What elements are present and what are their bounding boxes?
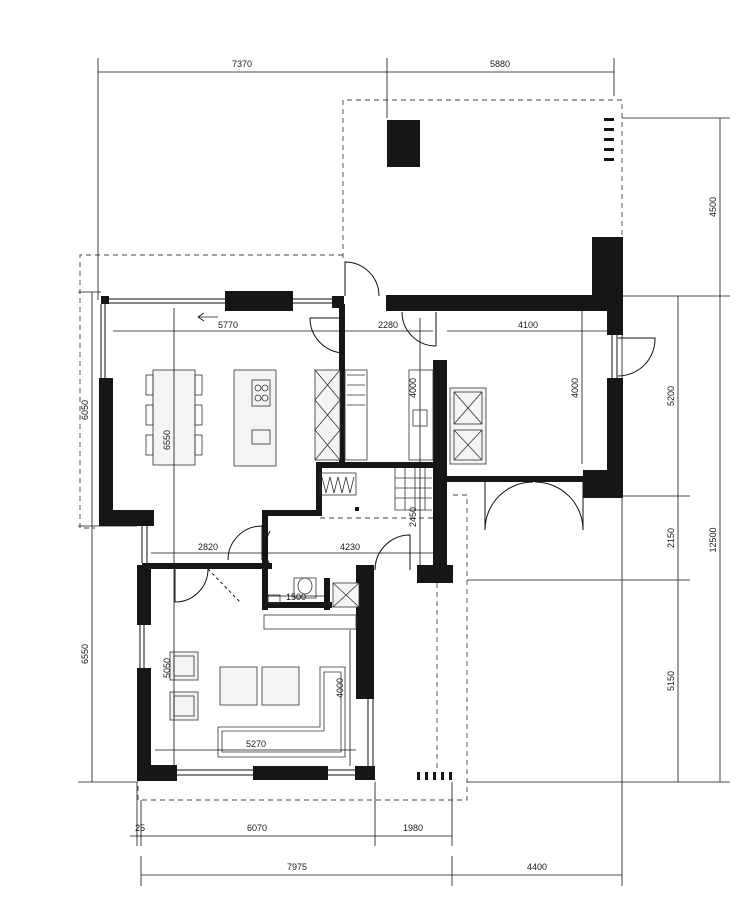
dim-garage-width: 4100 [518,320,538,330]
windows [100,298,618,776]
dim-stair-length: 2450 [408,507,418,527]
dashed-boundaries [79,99,623,801]
living-furniture [169,614,357,758]
dim-living-depth-inner: 4000 [335,678,345,698]
dim-right-inner-3: 5150 [666,671,676,691]
dim-kitchen-width: 5770 [218,320,238,330]
dim-garage-depth: 4000 [570,378,580,398]
dim-hall-right: 4230 [340,542,360,552]
wc [267,577,360,608]
dim-right-inner-1: 5200 [666,386,676,406]
dim-living-width: 5270 [246,739,266,749]
dim-utility-width: 2280 [378,320,398,330]
dim-top-2: 5880 [490,59,510,69]
dim-living-depth-outer: 5050 [162,658,172,678]
dim-bottom-1c: 1980 [403,823,423,833]
dim-right-inner-2: 2150 [666,528,676,548]
dim-utility-depth: 4000 [408,378,418,398]
garage-appliances [449,387,487,465]
kitchen-furniture [145,369,434,467]
stairs [319,468,432,511]
dim-left-2: 6550 [80,644,90,664]
dim-wc-width: 1500 [286,592,306,602]
dim-top-1: 7370 [232,59,252,69]
dim-hall-left: 2820 [198,542,218,552]
dim-bottom-1b: 6070 [247,823,267,833]
walls [99,120,623,781]
dim-left-1: 6050 [80,400,90,420]
dim-right-outer-2: 12500 [708,527,718,552]
doors [174,261,656,603]
paving [417,118,614,780]
dim-kitchen-depth: 6550 [162,430,172,450]
dim-bottom-2b: 4400 [527,862,547,872]
dim-bottom-2a: 7975 [287,862,307,872]
dim-right-outer-1: 4500 [708,197,718,217]
dimension-lines [78,58,730,886]
dim-bottom-1a: 25 [135,823,145,833]
